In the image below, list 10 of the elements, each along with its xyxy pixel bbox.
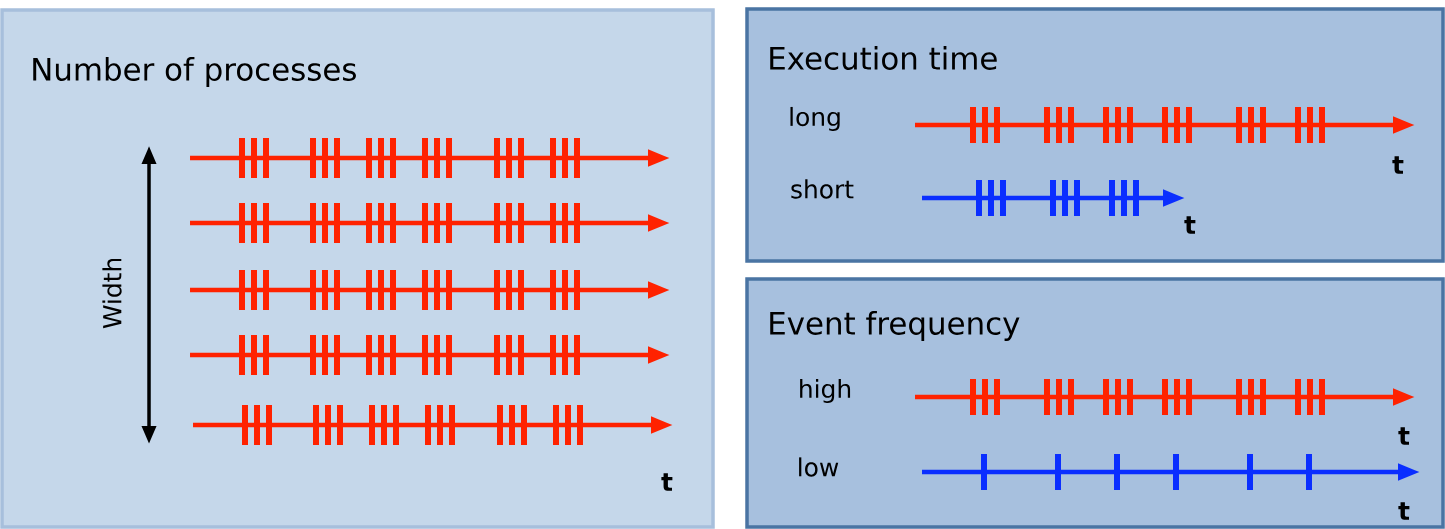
- time-label: t: [1184, 216, 1196, 234]
- time-label: t: [1392, 156, 1404, 174]
- row-label: long: [790, 106, 840, 132]
- row-label: low: [799, 457, 839, 477]
- time-label: t: [661, 473, 673, 491]
- time-label: t: [1398, 502, 1410, 520]
- row-label: short: [791, 179, 854, 199]
- time-label: t: [1398, 427, 1410, 445]
- axis-label: Width: [102, 258, 122, 329]
- row-label: high: [800, 378, 851, 404]
